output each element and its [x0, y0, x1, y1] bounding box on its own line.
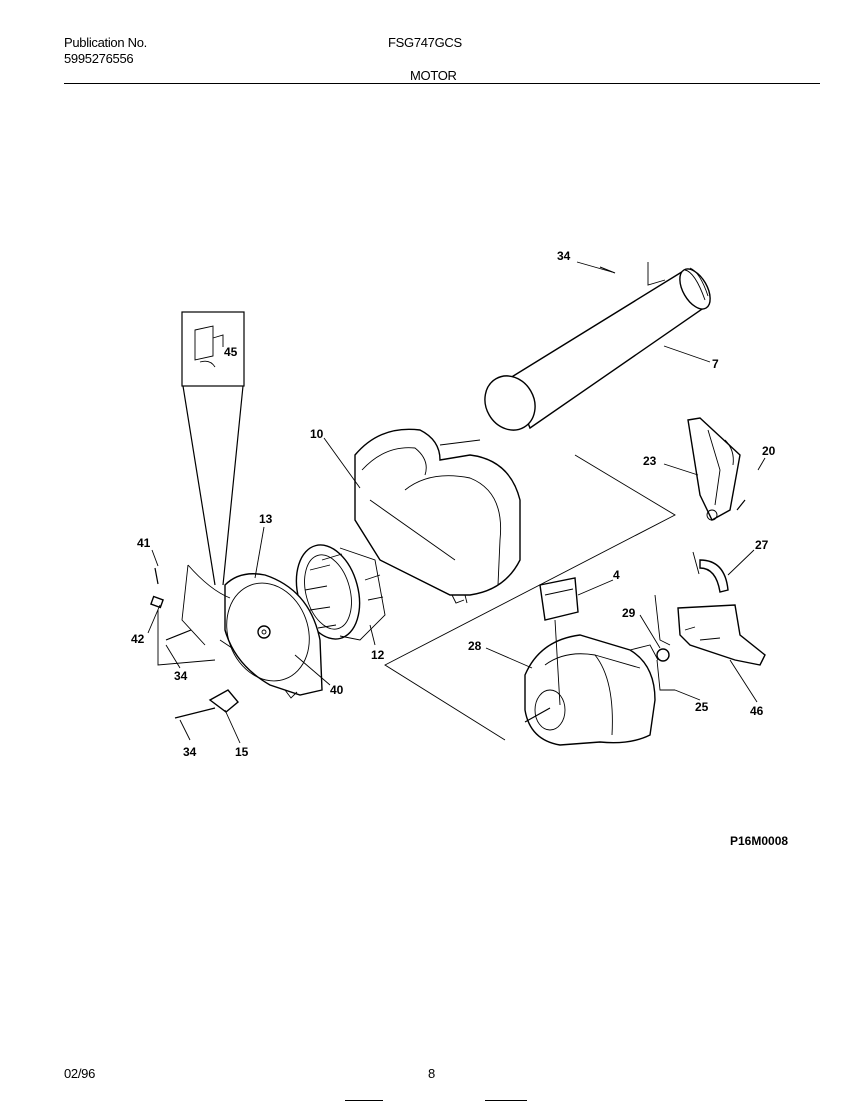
callout-34-lower-screw: 34 — [183, 745, 197, 759]
mounting-plane-outline — [384, 439, 676, 741]
leader-lines — [147, 261, 766, 744]
callout-12: 12 — [371, 648, 385, 662]
callout-46: 46 — [750, 704, 764, 718]
idler-bracket-part — [687, 417, 741, 521]
drawing-code: P16M0008 — [730, 834, 788, 848]
callout-40: 40 — [330, 683, 344, 697]
callout-25: 25 — [695, 700, 709, 714]
callout-4: 4 — [613, 568, 620, 582]
insert-detail-part — [181, 311, 245, 586]
header-rule — [64, 83, 820, 84]
callout-41: 41 — [137, 536, 151, 550]
section-title: MOTOR — [410, 68, 457, 83]
motor-mount-part — [654, 594, 766, 691]
callout-20: 20 — [762, 444, 776, 458]
callout-34-cover-screw: 34 — [174, 669, 188, 683]
callout-13: 13 — [259, 512, 273, 526]
callout-10: 10 — [310, 427, 324, 441]
exhaust-duct-part — [484, 262, 711, 431]
footer-date: 02/96 — [64, 1066, 96, 1081]
callout-45: 45 — [224, 345, 238, 359]
callout-27: 27 — [755, 538, 769, 552]
callout-34-duct-screw: 34 — [557, 249, 571, 263]
motor-clip-part — [539, 577, 579, 706]
publication-number: 5995276556 — [64, 51, 134, 66]
small-hardware — [150, 266, 746, 719]
drive-motor-part — [524, 634, 659, 746]
blower-cover-part — [181, 564, 323, 699]
footer-mark-right — [485, 1100, 527, 1101]
footer-mark-left — [345, 1100, 383, 1101]
callout-28: 28 — [468, 639, 482, 653]
callout-15: 15 — [235, 745, 249, 759]
callout-23: 23 — [643, 454, 657, 468]
callout-42: 42 — [131, 632, 145, 646]
belt-switch-part — [692, 551, 729, 593]
callout-29: 29 — [622, 606, 636, 620]
model-number: FSG747GCS — [388, 35, 462, 50]
callout-7: 7 — [712, 357, 719, 371]
blower-housing-part — [354, 428, 521, 604]
page-number: 8 — [428, 1066, 435, 1081]
publication-label: Publication No. — [64, 35, 147, 50]
